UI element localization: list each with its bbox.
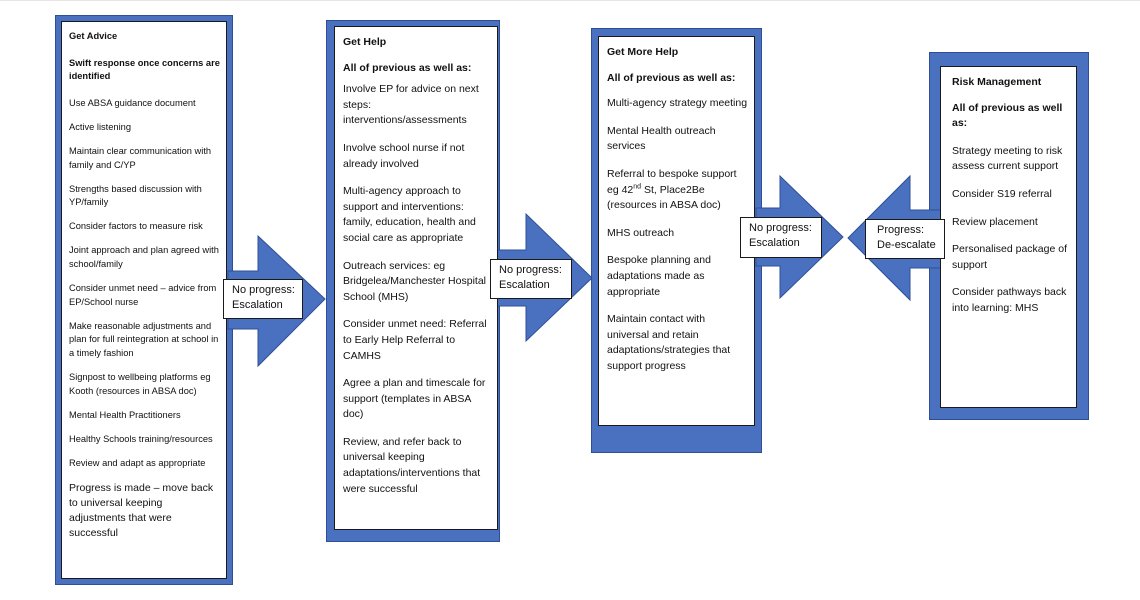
list-item: Use ABSA guidance document bbox=[69, 97, 196, 108]
list-item: Consider unmet need: Referral to Early H… bbox=[343, 318, 487, 362]
stage-title: Get Advice bbox=[69, 31, 118, 41]
connector-line2: Escalation bbox=[749, 237, 800, 249]
list-item: Mental Health Practitioners bbox=[69, 409, 181, 420]
connector-line1: No progress: bbox=[232, 284, 295, 296]
list-item: Multi-agency approach to support and int… bbox=[343, 185, 476, 244]
stage-subtitle: Swift response once concerns are identif… bbox=[69, 57, 220, 82]
list-item: Multi-agency strategy meeting bbox=[607, 97, 748, 110]
list-item: Healthy Schools training/resources bbox=[69, 433, 213, 444]
list-item: Strategy meeting to risk assess current … bbox=[952, 144, 1063, 173]
list-item: Referral to bespoke support eg 42nd St, … bbox=[607, 167, 737, 212]
top-divider bbox=[0, 0, 1140, 1]
list-item: Bespoke planning and adaptations made as… bbox=[607, 254, 711, 298]
list-item: Consider S19 referral bbox=[952, 187, 1052, 200]
stage-title: Risk Management bbox=[952, 76, 1042, 88]
list-item: Consider pathways back into learning: MH… bbox=[952, 286, 1067, 314]
stage-subtitle: All of previous as well as: bbox=[952, 101, 1063, 130]
stage-title: Get More Help bbox=[607, 46, 679, 58]
stage-title: Get Help bbox=[343, 36, 387, 48]
list-item: Joint approach and plan agreed with scho… bbox=[69, 245, 219, 270]
list-item: Involve EP for advice on next steps: int… bbox=[343, 83, 479, 127]
list-item: Make reasonable adjustments and plan for… bbox=[69, 320, 219, 358]
connector-line1: No progress: bbox=[749, 222, 812, 234]
list-item: Consider factors to measure risk bbox=[69, 221, 203, 232]
list-item: Involve school nurse if not already invo… bbox=[343, 141, 465, 170]
stage-get-help: Get Help All of previous as well as: Inv… bbox=[334, 26, 498, 530]
connector-line2: De-escalate bbox=[877, 239, 936, 251]
connector-line2: Escalation bbox=[232, 299, 283, 311]
stage-risk-management: Risk Management All of previous as well … bbox=[940, 66, 1077, 408]
list-item: MHS outreach bbox=[607, 226, 675, 239]
stage-subtitle: All of previous as well as: bbox=[607, 71, 736, 84]
list-item: Consider unmet need – advice from EP/Sch… bbox=[69, 283, 217, 307]
list-item: Maintain contact with universal and reta… bbox=[607, 313, 731, 372]
list-item: Review and adapt as appropriate bbox=[69, 457, 206, 468]
connector-label-escalation-1: No progress: Escalation bbox=[223, 279, 303, 319]
list-item: Strengths based discussion with YP/famil… bbox=[69, 183, 202, 208]
stage-subtitle: All of previous as well as: bbox=[343, 61, 472, 74]
list-item: Signpost to wellbeing platforms eg Kooth… bbox=[69, 372, 211, 396]
connector-label-escalation-3: No progress: Escalation bbox=[740, 217, 822, 258]
list-item: Mental Health outreach services bbox=[607, 124, 716, 153]
list-item: Active listening bbox=[69, 121, 132, 132]
list-item: Review, and refer back to universal keep… bbox=[343, 435, 481, 495]
connector-line1: No progress: bbox=[499, 264, 562, 276]
list-item: Personalised package of support bbox=[952, 243, 1067, 271]
list-item: Progress is made – move back to universa… bbox=[69, 482, 214, 540]
connector-label-escalation-2: No progress: Escalation bbox=[490, 259, 572, 299]
list-item: Outreach services: eg Bridgelea/Manchest… bbox=[343, 259, 486, 303]
list-item: Review placement bbox=[952, 215, 1038, 228]
stage-get-more-help: Get More Help All of previous as well as… bbox=[598, 36, 755, 426]
connector-line1: Progress: bbox=[877, 224, 925, 236]
connector-line2: Escalation bbox=[499, 279, 550, 291]
stage-get-advice: Get Advice Swift response once concerns … bbox=[61, 21, 227, 579]
connector-label-de-escalate: Progress: De-escalate bbox=[865, 219, 945, 259]
list-item: Maintain clear communication with family… bbox=[69, 145, 212, 170]
list-item: Agree a plan and timescale for support (… bbox=[343, 377, 486, 421]
